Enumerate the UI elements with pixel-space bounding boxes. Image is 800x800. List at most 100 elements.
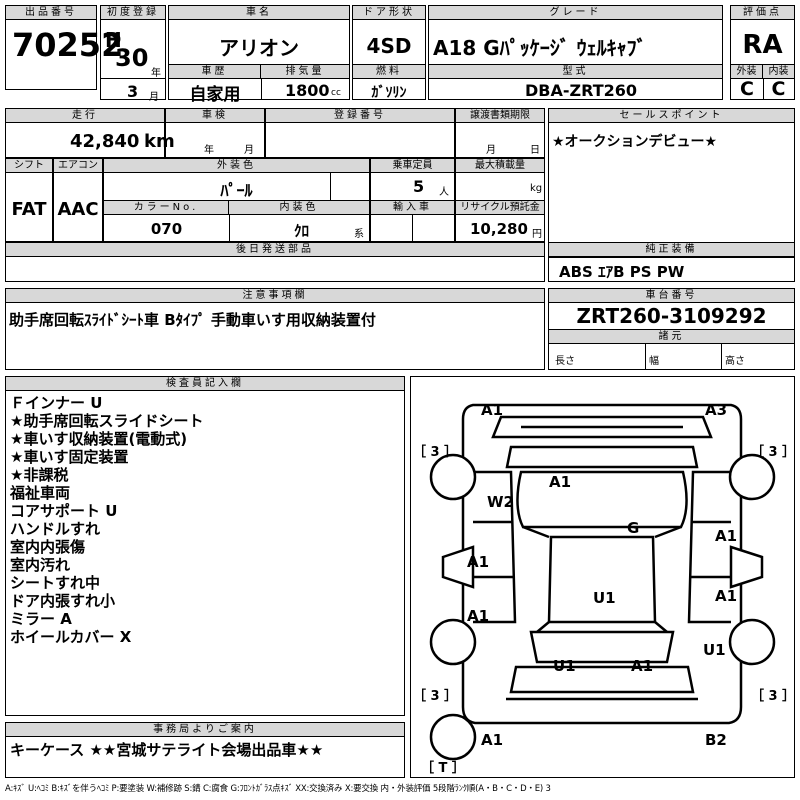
recycle-unit: 円 (532, 229, 542, 240)
grade-label: グレード (429, 6, 722, 20)
inspector-note: ドア内張すれ小 (10, 592, 116, 610)
aircon-label: エアコン (54, 159, 102, 173)
grade-cell: グレード A18 Gﾊﾟｯｹｰｼﾞ ｳｪﾙｷｬﾌﾞ 型式 DBA-ZRT260 (428, 5, 723, 100)
chassis-number: ZRT260-3109292 (576, 304, 767, 328)
first-registration-cell: 初度登録 H 30 年 3 月 (100, 5, 166, 103)
aircon-cell: エアコン AAC (53, 158, 103, 242)
month-unit: 月 (149, 92, 159, 103)
damage-code: A1 (467, 607, 490, 625)
damage-code: A1 (715, 527, 738, 545)
score-cell: 評価点 RA 外装 内装 C C (730, 5, 795, 100)
inspector-note: 福祉車両 (10, 484, 71, 502)
fuel-label: 燃料 (353, 65, 425, 79)
tire-tread: ［ 3 ］ (413, 445, 458, 460)
later-parts-cell: 後日発送部品 (5, 242, 545, 282)
legend: A:ｷｽﾞ U:ﾍｺﾐ B:ｷｽﾞを伴うﾍｺﾐ P:要塗装 W:補修跡 S:錆 … (5, 784, 551, 794)
inspector-note: ハンドルすれ (10, 520, 101, 538)
chassis-cell: 車台番号 ZRT260-3109292 諸元 長さ 幅 高さ (548, 288, 795, 370)
damage-diagram: A1 A3 W2 A1 G A1 A1 U1 A1 A1 U1 U1 A1 A1… (410, 376, 795, 778)
registration-cell: 登録番号 (265, 108, 455, 158)
door-label: ドア形状 (353, 6, 425, 20)
capacity-value: 5 (413, 177, 425, 196)
inspector-notes-list: Ｆインナー U ★助手席回転スライドシート ★車いす収納装置(電動式) ★車いす… (10, 394, 203, 646)
inspector-note: ★車いす固定装置 (10, 448, 129, 466)
transfer-cell: 譲渡書類期限 月 日 (455, 108, 545, 158)
shift-cell: シフト FAT (5, 158, 53, 242)
exterior-label: 外装 (731, 65, 763, 79)
history-value: 自家用 (189, 85, 241, 105)
lot-number: 70252 (12, 26, 124, 64)
inspector-note: ホイールカバー X (10, 628, 132, 646)
transfer-day-unit: 日 (530, 145, 540, 156)
office-notes-cell: 事務局よりご案内 キーケース ★★宮城サテライト会場出品車★★ (5, 722, 405, 778)
damage-code: W2 (487, 493, 514, 511)
import-label: 輸入車 (371, 201, 454, 215)
load-label: 最大積載量 (456, 159, 544, 173)
inspector-notes-cell: 検査員記入欄 Ｆインナー U ★助手席回転スライドシート ★車いす収納装置(電動… (5, 376, 405, 716)
notes-value: 助手席回転ｽﾗｲﾄﾞｼｰﾄ車 Bﾀｲﾌﾟ 手動車いす用収納装置付 (9, 311, 376, 329)
inspection-cell: 車検 年 月 (165, 108, 265, 158)
capacity-cell: 乗車定員 5 人 輸入車 (370, 158, 455, 242)
inspection-year-unit: 年 (204, 145, 214, 156)
damage-code: A1 (549, 473, 572, 491)
car-name-label: 車名 (169, 6, 349, 20)
inspector-note: コアサポート U (10, 502, 118, 520)
damage-code: A1 (481, 731, 504, 749)
interior-color-label: 内装色 (229, 201, 369, 215)
score-value: RA (742, 30, 783, 60)
inspector-note: ★非課税 (10, 466, 69, 484)
interior-grade: C (771, 78, 786, 100)
recycle-value: 10,280 (470, 220, 528, 238)
exterior-color-value: ﾊﾟｰﾙ (220, 181, 253, 200)
model-label: 型式 (429, 65, 722, 79)
fuel-value: ｶﾞｿﾘﾝ (371, 85, 407, 101)
chassis-label: 車台番号 (549, 289, 794, 303)
damage-code: U1 (553, 657, 576, 675)
office-notes-label: 事務局よりご案内 (6, 723, 404, 737)
dimensions-label: 諸元 (549, 330, 794, 344)
aircon-value: AAC (57, 199, 99, 220)
color-cell: 外装色 ﾊﾟｰﾙ カラーNo. 内装色 070 ｸﾛ 系 (103, 158, 370, 242)
inspector-note: Ｆインナー U (10, 394, 103, 412)
later-parts-label: 後日発送部品 (6, 243, 544, 257)
load-cell: 最大積載量 kg リサイクル預託金 10,280 円 (455, 158, 545, 242)
sales-point-label: セールスポイント (549, 109, 794, 123)
interior-color-unit: 系 (354, 229, 364, 240)
shift-value: FAT (11, 199, 47, 220)
sales-point-cell: セールスポイント ★オークションデビュー★ (548, 108, 795, 258)
genuine-equipment-cell: 純正装備 ABS ｴｱB PS PW (548, 242, 795, 282)
inspector-note: ★助手席回転スライドシート (10, 412, 204, 430)
genuine-equipment-value: ABS ｴｱB PS PW (559, 263, 685, 281)
transfer-month-unit: 月 (486, 145, 496, 156)
notes-cell: 注意事項欄 助手席回転ｽﾗｲﾄﾞｼｰﾄ車 Bﾀｲﾌﾟ 手動車いす用収納装置付 (5, 288, 545, 370)
damage-code: A1 (715, 587, 738, 605)
damage-code: A1 (467, 553, 490, 571)
displacement-label: 排気量 (261, 65, 349, 79)
displacement-unit: cc (331, 88, 341, 98)
grade-value: A18 Gﾊﾟｯｹｰｼﾞ ｳｪﾙｷｬﾌﾞ (433, 36, 647, 60)
height-label: 高さ (725, 356, 745, 367)
mileage-cell: 走行 42,840 km (5, 108, 175, 158)
tire-tread: ［ 3 ］ (413, 689, 458, 704)
damage-code: B2 (705, 731, 727, 749)
width-label: 幅 (649, 356, 659, 367)
model-value: DBA-ZRT260 (525, 81, 638, 100)
car-name-cell: 車名 アリオン 車歴 排気量 自家用 1800 cc (168, 5, 350, 105)
inspection-month-unit: 月 (244, 145, 254, 156)
office-notes-value: キーケース ★★宮城サテライト会場出品車★★ (10, 741, 324, 759)
inspector-note: ミラー A (10, 610, 72, 628)
inspector-note: ★車いす収納装置(電動式) (10, 430, 188, 448)
load-unit: kg (530, 183, 543, 194)
sales-point-value: ★オークションデビュー★ (552, 134, 718, 150)
lot-number-cell: 出品番号 70252 (5, 5, 123, 90)
era: H (105, 28, 122, 52)
registration-label: 登録番号 (266, 109, 454, 123)
car-outline (429, 403, 776, 761)
notes-label: 注意事項欄 (6, 289, 544, 303)
damage-code: U1 (593, 589, 616, 607)
mileage-label: 走行 (6, 109, 164, 123)
mileage-unit: km (144, 131, 175, 152)
first-registration-label: 初度登録 (101, 6, 165, 20)
color-number-value: 070 (150, 220, 183, 238)
damage-code: A3 (705, 401, 728, 419)
